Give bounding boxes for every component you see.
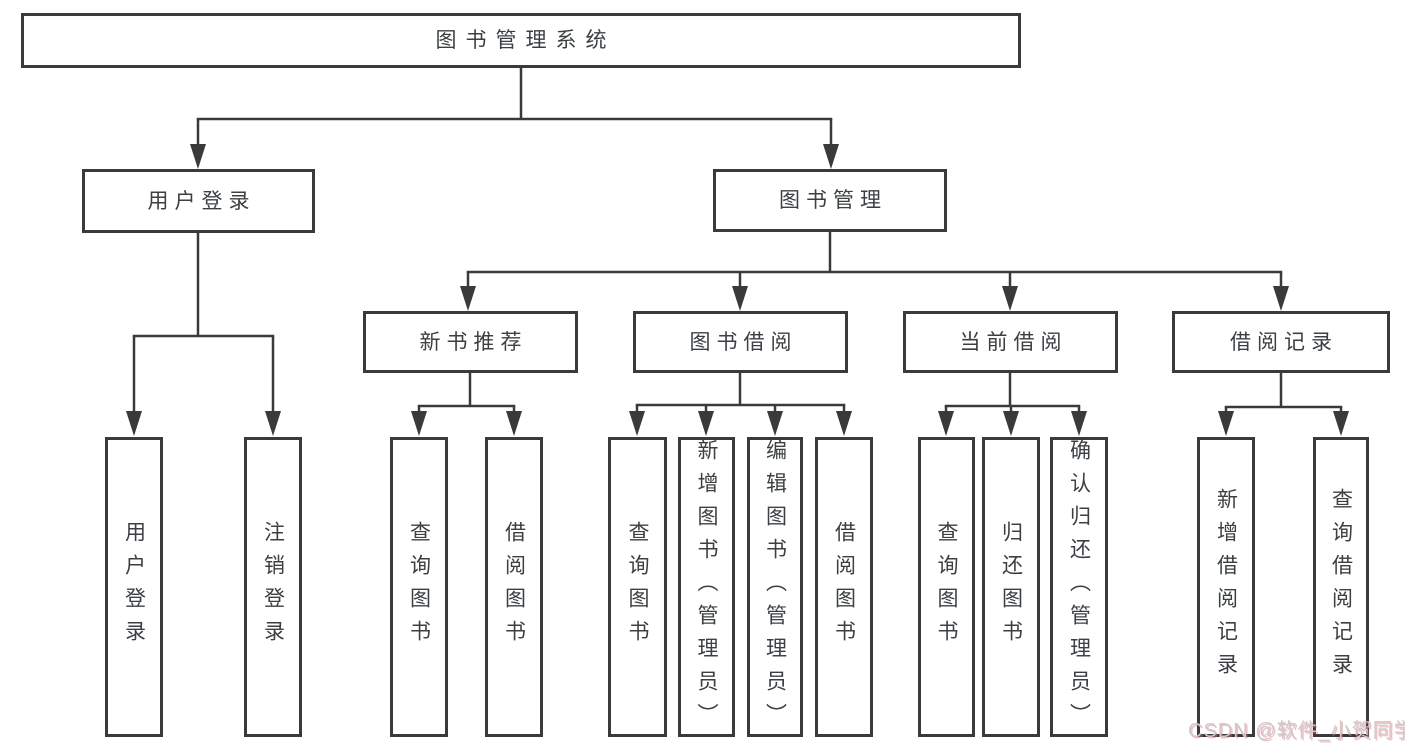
connector-new-books-branch: [411, 371, 522, 436]
connector-current-borrow-branch: [938, 371, 1087, 436]
node-label: 图书管理系统: [435, 29, 616, 52]
node-label: 查询借阅记录: [1329, 488, 1353, 686]
node-label: 编辑图书（管理员）: [763, 438, 787, 736]
node-edit-book-admin: 编辑图书（管理员）: [747, 437, 803, 737]
node-book-borrow: 图书借阅: [633, 311, 848, 373]
node-label: 归还图书: [999, 521, 1023, 653]
node-leaf-logout: 注销登录: [244, 437, 302, 737]
node-query-books-new: 查询图书: [390, 437, 448, 737]
node-label: 注销登录: [261, 521, 285, 653]
node-label: 查询图书: [626, 521, 649, 653]
node-borrow-records: 借阅记录: [1172, 311, 1390, 373]
node-label: 新增图书（管理员）: [695, 438, 718, 736]
node-label: 查询图书: [935, 521, 958, 653]
node-label: 用户登录: [147, 189, 256, 213]
connector-root-to-level2: [190, 66, 839, 169]
node-borrow-books-new: 借阅图书: [485, 437, 543, 737]
node-label: 图书管理: [779, 189, 887, 212]
connector-book-borrow-branch: [629, 371, 852, 436]
node-label: 新增借阅记录: [1214, 488, 1238, 686]
node-label: 借阅图书: [502, 521, 526, 653]
node-label: 当前借阅: [959, 330, 1068, 354]
node-label: 确认归还（管理员）: [1067, 438, 1091, 736]
node-add-book-admin: 新增图书（管理员）: [678, 437, 735, 737]
node-new-book-recommend: 新书推荐: [363, 311, 578, 373]
connector-book-management-branch: [460, 230, 1289, 311]
node-label: 借阅记录: [1230, 330, 1338, 354]
node-label: 用户登录: [122, 521, 146, 653]
node-return-book: 归还图书: [982, 437, 1040, 737]
node-user-login: 用户登录: [82, 169, 315, 233]
node-query-books-current: 查询图书: [918, 437, 975, 737]
node-current-borrow: 当前借阅: [903, 311, 1118, 373]
node-root: 图书管理系统: [21, 13, 1021, 68]
node-add-borrow-record: 新增借阅记录: [1197, 437, 1255, 737]
node-borrow-books-borrow: 借阅图书: [815, 437, 873, 737]
watermark: CSDN @软件_小贺同学: [1188, 720, 1405, 742]
node-query-books-borrow: 查询图书: [608, 437, 667, 737]
node-leaf-user-login: 用户登录: [105, 437, 163, 737]
node-confirm-return-admin: 确认归还（管理员）: [1050, 437, 1108, 737]
node-query-borrow-record: 查询借阅记录: [1313, 437, 1369, 737]
node-label: 图书借阅: [689, 330, 798, 354]
node-label: 新书推荐: [419, 330, 528, 354]
node-label: 查询图书: [407, 521, 431, 653]
connector-user-login-branch: [126, 231, 281, 436]
connector-borrow-records-branch: [1218, 371, 1349, 436]
node-label: 借阅图书: [832, 521, 856, 653]
node-book-management: 图书管理: [713, 169, 947, 232]
